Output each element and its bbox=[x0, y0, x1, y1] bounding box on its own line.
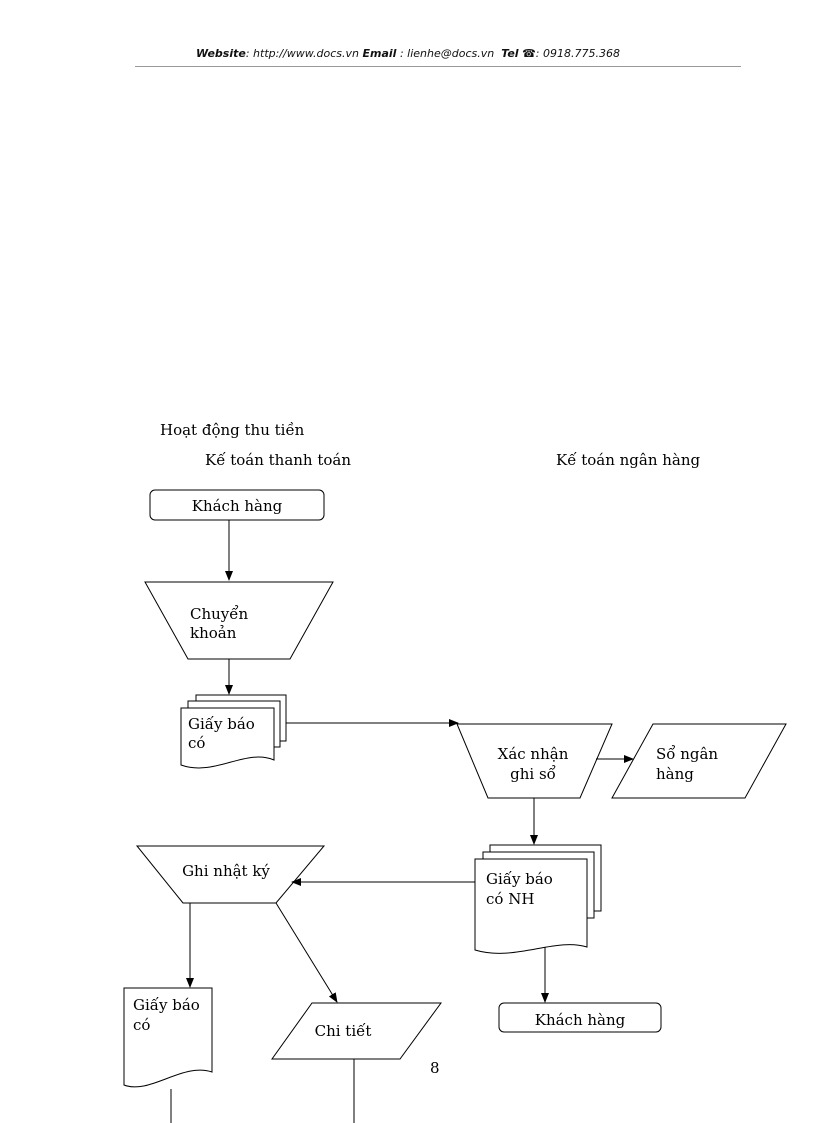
column-heading-left: Kế toán thanh toán bbox=[205, 451, 352, 469]
email-value: : lienhe@docs.vn bbox=[399, 47, 495, 60]
chuyen-khoan-node bbox=[144, 581, 334, 660]
label-so-ngan-hang-2: hàng bbox=[656, 765, 694, 783]
label-chuyen-khoan-2: khoản bbox=[190, 624, 237, 642]
label-so-ngan-hang-1: Sổ ngân bbox=[656, 745, 718, 763]
label-chuyen-khoan-1: Chuyển bbox=[190, 605, 249, 623]
email-label: Email bbox=[362, 47, 397, 60]
website-label: Website bbox=[196, 47, 246, 60]
label-ghi-nhat-ky: Ghi nhật ký bbox=[182, 862, 270, 880]
giay-bao-co-2-node bbox=[123, 987, 213, 1088]
tel-value: : 0918.775.368 bbox=[535, 47, 620, 60]
label-chi-tiet: Chi tiết bbox=[315, 1022, 372, 1040]
tel-label: Tel bbox=[501, 47, 519, 60]
label-giay-bao-co-2a: Giấy báo bbox=[133, 996, 200, 1014]
khach-hang-bottom-node bbox=[498, 1002, 662, 1033]
label-clip-xac-nhan bbox=[490, 783, 580, 795]
giay-bao-co-1-node bbox=[180, 694, 287, 769]
khach-hang-top-node bbox=[149, 489, 325, 521]
label-khach-hang-bottom: Khách hàng bbox=[535, 1011, 626, 1029]
label-xac-nhan-1: Xác nhận bbox=[498, 745, 569, 763]
phone-icon: ☎ bbox=[522, 47, 536, 60]
arrow-ghi-nhat-ky-to-chi-tiet bbox=[275, 902, 338, 1003]
label-xac-nhan-2: ghi sổ bbox=[510, 765, 556, 783]
header-rule bbox=[135, 66, 741, 67]
diagram-title: Hoạt động thu tiền bbox=[160, 421, 305, 439]
label-giay-bao-co-2b: có bbox=[133, 1016, 150, 1034]
column-heading-right: Kế toán ngân hàng bbox=[556, 451, 701, 469]
chi-tiet-node bbox=[271, 1002, 442, 1060]
label-giay-bao-co-1a: Giấy báo bbox=[188, 715, 255, 733]
page-header: Website: http://www.docs.vn Email : lien… bbox=[0, 47, 816, 60]
label-clip-so-ngan-hang bbox=[650, 783, 730, 795]
label-giay-bao-co-nh-2: có NH bbox=[486, 890, 534, 908]
label-khach-hang-top: Khách hàng bbox=[192, 497, 283, 515]
website-url: : http://www.docs.vn bbox=[245, 47, 360, 60]
page-number: 8 bbox=[430, 1059, 440, 1077]
label-giay-bao-co-nh-1: Giấy báo bbox=[486, 870, 553, 888]
giay-bao-co-nh-node bbox=[474, 844, 602, 954]
label-giay-bao-co-1b: có bbox=[188, 734, 205, 752]
